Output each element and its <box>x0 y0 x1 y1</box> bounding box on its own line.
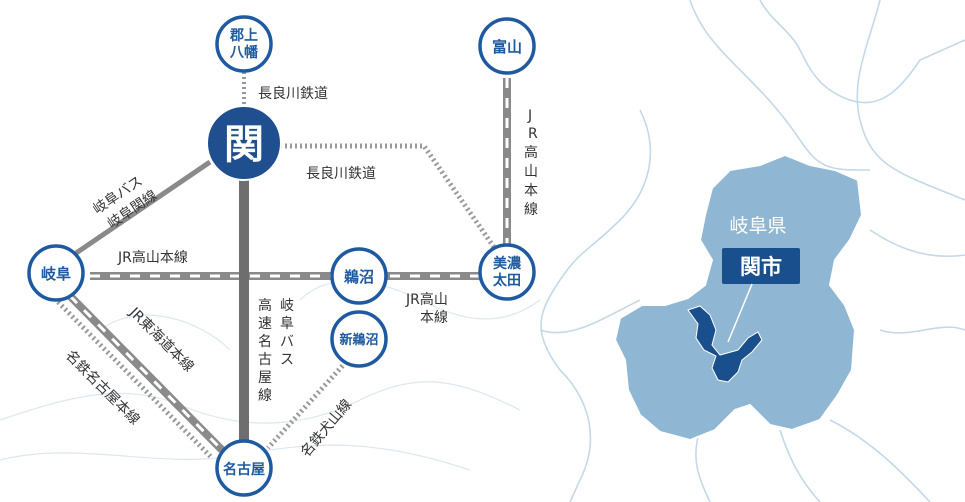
svg-text:鵜沼: 鵜沼 <box>343 268 374 286</box>
svg-text:岐阜: 岐阜 <box>41 265 71 283</box>
station-gifu[interactable]: 岐阜 <box>27 244 85 302</box>
label-nagaragawa-top: 長良川鉄道 <box>258 86 328 102</box>
svg-text:名鉄犬山線: 名鉄犬山線 <box>298 397 355 461</box>
meitetsu-inuyama-line <box>266 360 348 450</box>
svg-text:バ: バ <box>280 334 294 350</box>
svg-text:高: 高 <box>258 297 272 314</box>
svg-text:関: 関 <box>224 122 264 168</box>
label-highway-bus: 高 速 名 古 屋 線 岐 阜 バ ス <box>258 297 294 404</box>
nagaragawa-line-east <box>280 143 503 258</box>
station-shin-unuma[interactable]: 新鵜沼 <box>330 310 388 368</box>
gifu-prefecture <box>613 153 864 442</box>
svg-text:線: 線 <box>258 388 272 404</box>
label-jr-takayama-lower: JR高山 本線 <box>405 291 448 326</box>
svg-text:名: 名 <box>258 334 272 350</box>
label-gifu-bus: 岐阜バス 岐阜関線 <box>90 172 160 232</box>
svg-text:R: R <box>528 126 538 142</box>
station-minoota[interactable]: 美濃 太田 <box>478 243 536 301</box>
station-toyama[interactable]: 富山 <box>478 17 536 75</box>
svg-text:高: 高 <box>524 144 538 161</box>
svg-text:美濃: 美濃 <box>493 255 522 272</box>
svg-text:線: 線 <box>524 202 538 218</box>
svg-text:太田: 太田 <box>493 272 521 289</box>
meitetsu-nagoya-line <box>56 300 214 460</box>
prefecture-label: 岐阜県 <box>729 215 786 237</box>
svg-text:本: 本 <box>524 183 538 199</box>
svg-text:古: 古 <box>258 352 272 368</box>
svg-text:岐: 岐 <box>280 298 294 314</box>
svg-text:新鵜沼: 新鵜沼 <box>339 332 378 348</box>
station-gujo-hachiman[interactable]: 郡上 八幡 <box>215 15 273 73</box>
station-seki[interactable]: 関 <box>206 105 282 181</box>
station-nagoya[interactable]: 名古屋 <box>215 439 273 497</box>
svg-text:名古屋: 名古屋 <box>223 461 265 478</box>
label-nagaragawa-east: 長良川鉄道 <box>306 166 376 182</box>
svg-text:本線: 本線 <box>420 310 448 326</box>
gifu-bus-line <box>58 159 212 267</box>
svg-text:郡上: 郡上 <box>229 28 258 44</box>
svg-text:山: 山 <box>524 164 538 180</box>
svg-text:JR高山: JR高山 <box>405 291 448 308</box>
svg-text:八幡: 八幡 <box>229 44 259 61</box>
svg-text:屋: 屋 <box>258 370 272 386</box>
svg-text:阜: 阜 <box>280 315 294 332</box>
jr-tokaido-dash <box>68 294 224 452</box>
svg-text:ス: ス <box>280 352 294 368</box>
svg-text:富山: 富山 <box>492 38 522 56</box>
city-badge: 関市 <box>722 248 800 343</box>
region-outlines <box>539 0 965 502</box>
station-unuma[interactable]: 鵜沼 <box>330 247 388 305</box>
label-jr-takayama-vertical: J R 高 山 本 線 <box>524 108 538 218</box>
svg-text:J: J <box>527 108 532 124</box>
label-jr-takayama-horizontal: JR高山本線 <box>117 249 188 266</box>
city-label: 関市 <box>740 255 782 279</box>
svg-text:速: 速 <box>258 316 272 332</box>
seki-city <box>687 305 763 383</box>
label-meitetsu-inuyama: 名鉄犬山線 <box>298 397 355 461</box>
